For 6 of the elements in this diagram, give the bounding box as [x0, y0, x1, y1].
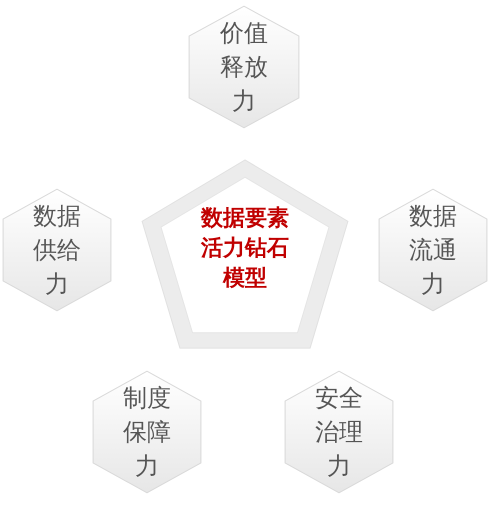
hexagon-tile: 安全治理力	[284, 370, 394, 494]
hexagon-tile: 制度保障力	[92, 370, 202, 494]
pentagon-panel: 数据要素活力钻石模型	[140, 158, 350, 350]
hexagon-tile: 价值释放力	[188, 5, 300, 129]
hexagon-tile: 数据流通力	[378, 188, 488, 312]
hexagon-tile: 数据供给力	[2, 188, 112, 312]
